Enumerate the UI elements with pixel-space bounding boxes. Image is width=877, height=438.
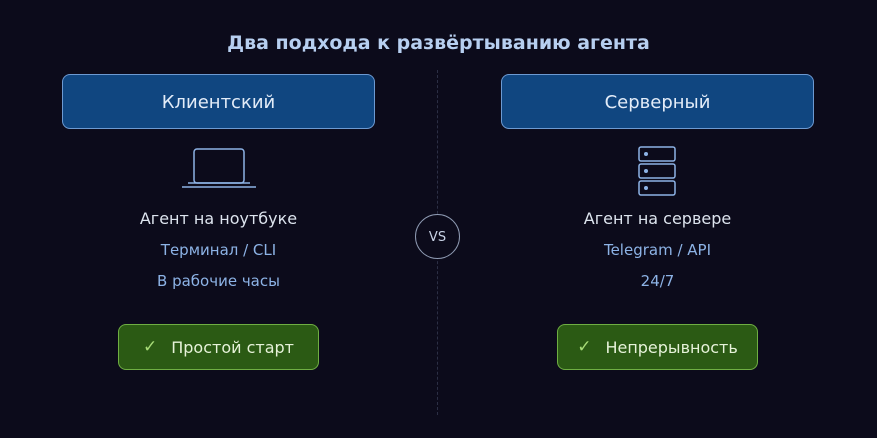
laptop-icon — [182, 148, 256, 188]
server-icon — [638, 146, 676, 196]
client-benefit-label: Простой старт — [171, 337, 294, 357]
server-benefit-label: Непрерывность — [605, 337, 738, 357]
server-header: Серверный — [501, 74, 814, 129]
diagram-title: Два подхода к развёртыванию агента — [227, 32, 650, 54]
client-primary-text: Агент на ноутбуке — [139, 209, 298, 228]
server-interface-text: Telegram / API — [603, 241, 712, 259]
server-availability-text: 24/7 — [640, 272, 675, 290]
client-benefit-badge: ✓ Простой старт — [118, 324, 319, 370]
checkmark-icon: ✓ — [142, 337, 158, 357]
server-benefit-badge: ✓ Непрерывность — [557, 324, 758, 370]
client-header: Клиентский — [62, 74, 375, 129]
server-primary-text: Агент на сервере — [583, 209, 732, 228]
checkmark-icon: ✓ — [577, 337, 592, 357]
vs-badge: VS — [415, 214, 460, 259]
client-availability-text: В рабочие часы — [157, 272, 280, 290]
client-interface-text: Терминал / CLI — [160, 241, 277, 259]
